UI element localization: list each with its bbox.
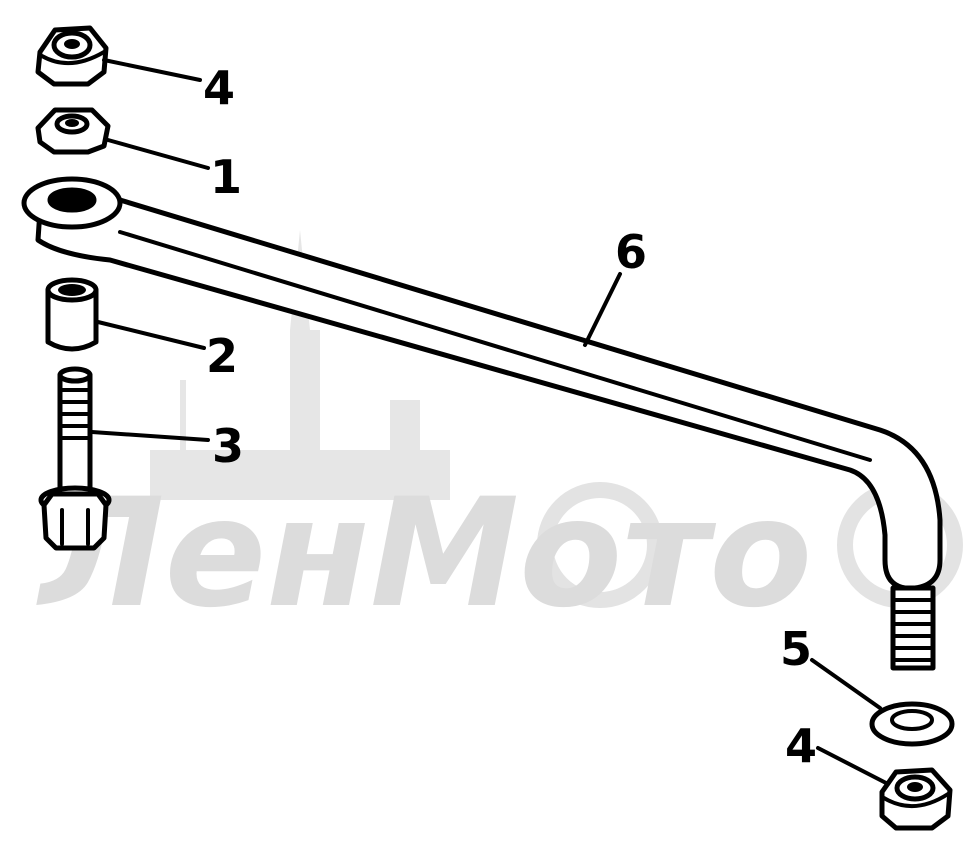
bolt xyxy=(38,366,112,551)
bushing xyxy=(45,277,99,352)
nut-top xyxy=(35,25,109,87)
nut-plain xyxy=(35,107,111,155)
watermark-logo-text: ЛенМото xyxy=(36,467,812,641)
callout-nut-top: 4 xyxy=(203,61,235,115)
leader-nut-bottom xyxy=(816,746,890,786)
callout-link-rod: 6 xyxy=(615,225,647,279)
link-rod xyxy=(21,176,943,671)
leader-bushing xyxy=(96,320,206,350)
callout-bolt: 3 xyxy=(212,419,244,473)
leader-link-rod xyxy=(583,272,622,347)
callout-nut-bottom: 4 xyxy=(785,719,817,773)
callout-bushing: 2 xyxy=(206,329,238,383)
callout-washer: 5 xyxy=(780,622,812,676)
leader-nut-plain xyxy=(106,138,210,170)
leader-bolt xyxy=(90,430,210,442)
leader-nut-top xyxy=(102,58,202,82)
watermark-skyline-icon xyxy=(150,230,450,500)
leader-washer xyxy=(810,658,882,710)
washer xyxy=(869,701,955,747)
leader-lines xyxy=(90,58,890,786)
callout-nut-plain: 1 xyxy=(210,150,242,204)
nut-bottom xyxy=(879,767,953,831)
